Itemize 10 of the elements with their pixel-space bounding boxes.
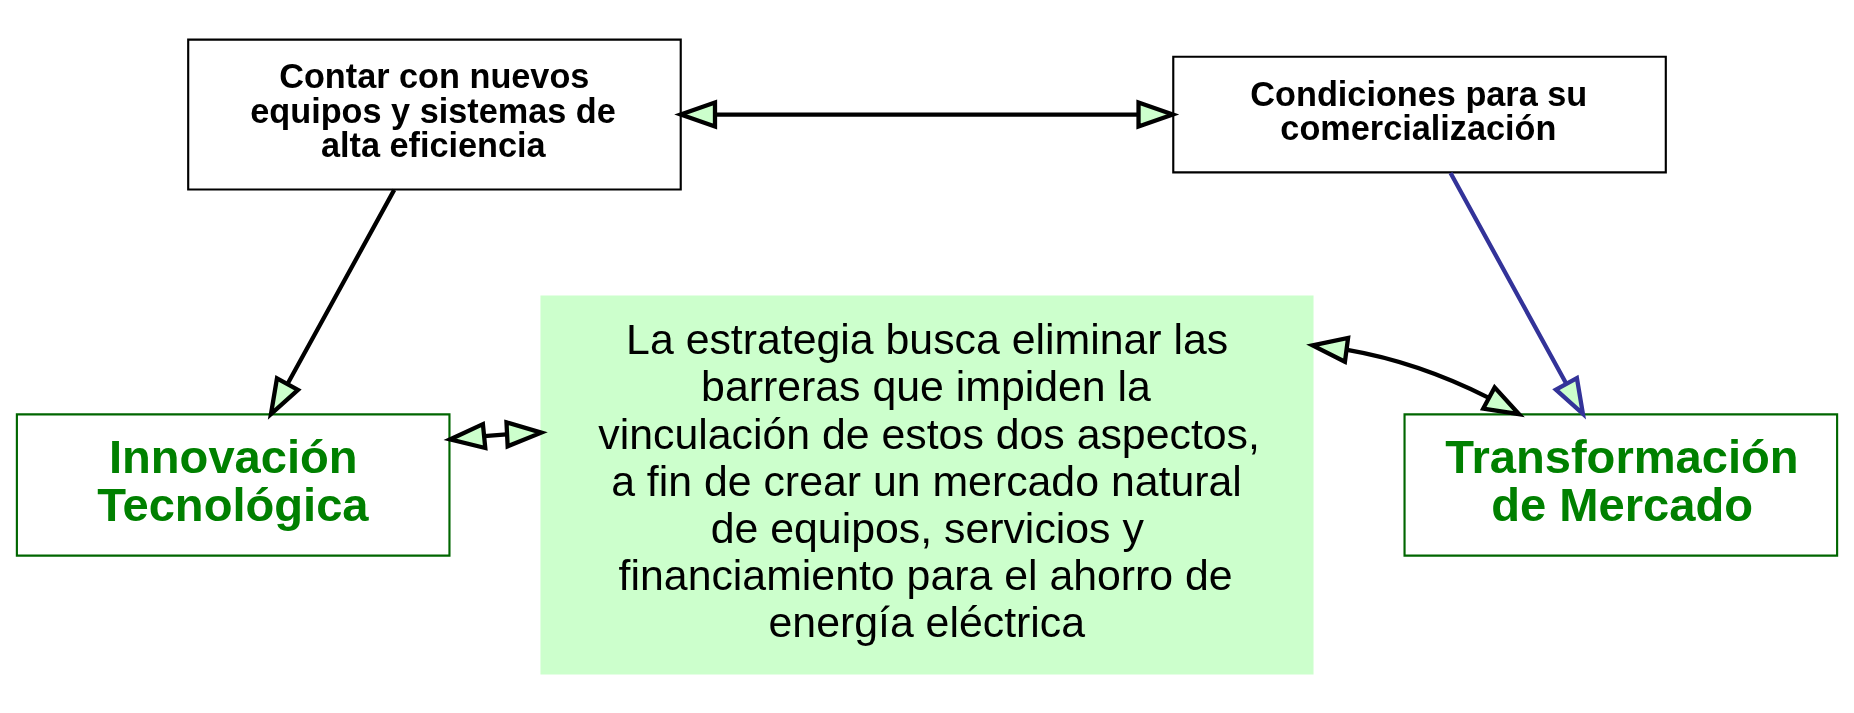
node-box: La estrategia busca eliminar las barreras que impiden la vinculación de estos dos aspectos, a fin de crear un mercado natural de equipos, servicios y financiamiento para el ahorro de energía eléctrica [540,295,1314,675]
node-box: Transformación de Mercado [1403,413,1839,557]
arrow [1448,172,1586,420]
arrow [443,419,548,451]
arrow [674,99,1180,130]
arrow [1306,335,1525,418]
node-box: Innovación Tecnológica [15,413,451,557]
arrow [267,188,397,420]
node-box: Contar con nuevos equipos y sistemas de alta eficiencia [187,38,682,191]
node-box: Condiciones para su comercialización [1172,55,1667,174]
